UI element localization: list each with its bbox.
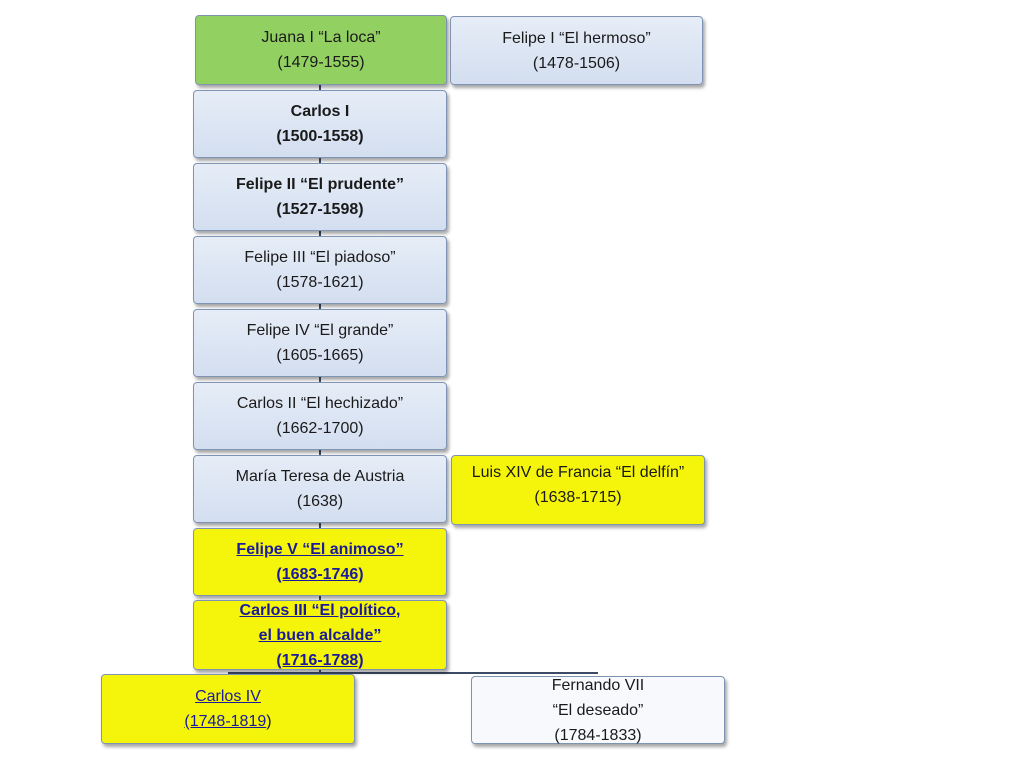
spouse-dates: (1478-1506) <box>532 54 621 72</box>
spouse-dates: (1638-1715) <box>534 489 622 506</box>
spouse-box-felipe-i: Felipe I “El hermoso” (1478-1506) <box>450 16 703 85</box>
monarch-name-link[interactable]: Felipe V “El animoso” <box>236 541 404 558</box>
child-name-link[interactable]: Carlos IV <box>195 688 261 705</box>
monarch-dates: (1638) <box>296 493 344 510</box>
monarch-box-felipe-iii: Felipe III “El piadoso” (1578-1621) <box>193 236 447 304</box>
children-horizontal-connector <box>228 672 598 674</box>
monarch-dates: (1500-1558) <box>276 128 364 145</box>
monarch-name: Carlos II “El hechizado” <box>236 395 404 412</box>
child-dates-tail: ) <box>266 713 272 730</box>
monarch-box-carlos-iii[interactable]: Carlos III “El político, el buen alcalde… <box>193 600 447 670</box>
monarch-dates: (1479-1555) <box>277 54 365 71</box>
spouse-box-luis-xiv: Luis XIV de Francia “El delfín” (1638-17… <box>451 455 705 525</box>
child-name-line2: “El deseado” <box>552 701 644 719</box>
monarch-dates: (1662-1700) <box>276 420 364 437</box>
monarch-name: Felipe III “El piadoso” <box>244 249 396 266</box>
spouse-name: Luis XIV de Francia “El delfín” <box>471 464 685 481</box>
monarch-box-felipe-ii: Felipe II “El prudente” (1527-1598) <box>193 163 447 231</box>
child-dates: (1784-1833) <box>554 726 642 744</box>
child-name-line1: Fernando VII <box>551 676 645 694</box>
child-box-carlos-iv[interactable]: Carlos IV (1748-1819) <box>101 674 355 744</box>
monarch-box-carlos-ii: Carlos II “El hechizado” (1662-1700) <box>193 382 447 450</box>
monarch-name: Juana I “La loca” <box>261 29 381 46</box>
monarch-name: Felipe IV “El grande” <box>246 322 394 339</box>
child-box-fernando-vii: Fernando VII “El deseado” (1784-1833) <box>471 676 725 744</box>
monarch-box-maria-teresa: María Teresa de Austria (1638) <box>193 455 447 523</box>
child-dates-link[interactable]: (1748-1819 <box>184 713 267 730</box>
monarch-name: Carlos I <box>290 103 350 120</box>
child-dates: (1748-1819) <box>184 709 271 734</box>
monarch-box-felipe-iv: Felipe IV “El grande” (1605-1665) <box>193 309 447 377</box>
monarch-box-carlos-i: Carlos I (1500-1558) <box>193 90 447 158</box>
monarch-dates: (1527-1598) <box>276 201 364 218</box>
child-name-link-wrap[interactable]: Carlos IV <box>195 684 261 709</box>
monarch-dates-link[interactable]: (1716-1788) <box>276 651 364 669</box>
monarch-dates: (1578-1621) <box>276 274 364 291</box>
monarch-dates: (1605-1665) <box>276 347 364 364</box>
monarch-name-link-line2[interactable]: el buen alcalde” <box>258 626 382 644</box>
spouse-name: Felipe I “El hermoso” <box>502 29 651 47</box>
monarch-name: María Teresa de Austria <box>235 468 405 485</box>
monarch-box-juana-i: Juana I “La loca” (1479-1555) <box>195 15 447 85</box>
monarch-name: Felipe II “El prudente” <box>235 176 405 193</box>
monarch-dates-link[interactable]: (1683-1746) <box>276 566 364 583</box>
monarch-box-felipe-v[interactable]: Felipe V “El animoso” (1683-1746) <box>193 528 447 596</box>
monarch-name-link-line1[interactable]: Carlos III “El político, <box>239 601 401 619</box>
